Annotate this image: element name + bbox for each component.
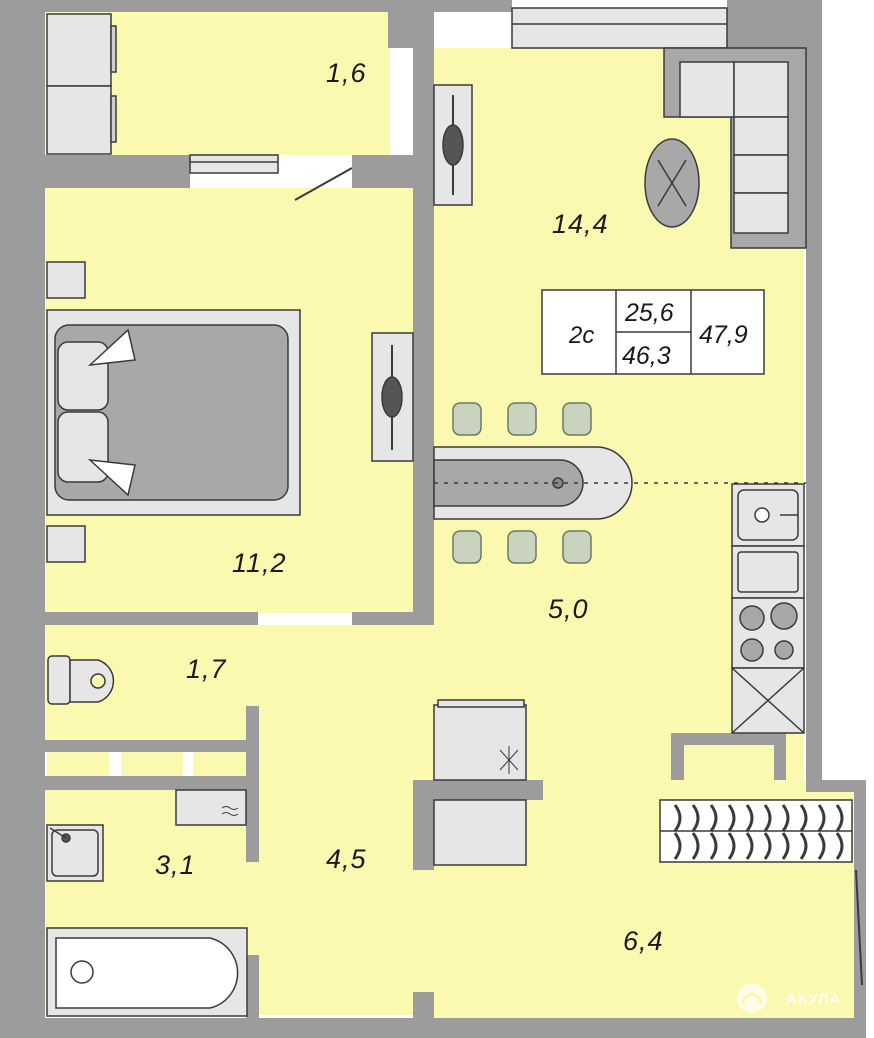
wardrobe	[659, 799, 853, 863]
wall-kitchen-partition	[413, 780, 543, 800]
kitchen-sink	[731, 483, 805, 547]
wall-bath-right	[246, 706, 259, 862]
room-area-balcony: 1,6	[326, 58, 367, 88]
outer-wall-step	[806, 780, 866, 792]
total-area-value: 47,9	[699, 321, 748, 349]
tv-stand-bedroom	[371, 332, 414, 462]
fridge	[731, 667, 805, 734]
duct-2	[121, 752, 183, 776]
room-area-bathroom: 3,1	[155, 850, 196, 880]
chair	[562, 402, 592, 436]
outer-wall-top-left	[0, 0, 388, 12]
dining-chairs	[452, 402, 592, 564]
chair	[562, 530, 592, 564]
dining-table	[433, 446, 633, 520]
outer-wall-right	[806, 0, 822, 790]
room-area-living: 14,4	[552, 209, 609, 239]
wall-kitchen-partition-2	[413, 780, 434, 870]
window-balcony-door	[189, 154, 279, 174]
room-area-toilet: 1,7	[186, 654, 227, 684]
wall-bedroom-bottom-right	[352, 612, 434, 625]
brand-logo-icon	[737, 983, 767, 1013]
wall-toilet-bath	[45, 740, 250, 752]
brand-name: АКУЛА	[786, 991, 841, 1008]
entrance-door-swing	[855, 869, 863, 986]
duct-4	[684, 745, 774, 780]
outer-wall-right-lower	[854, 780, 866, 1038]
balcony-cabinet	[46, 13, 117, 155]
chair	[507, 402, 537, 436]
apartment-type: 2с	[568, 322, 594, 349]
corner-sofa	[663, 47, 807, 249]
wall-toilet-bath-2	[45, 776, 250, 790]
wall-balcony-bottom-left	[45, 155, 190, 188]
wall-living-partition	[413, 48, 434, 620]
corridor-floor	[250, 625, 434, 1015]
wall-ducts	[47, 745, 774, 780]
duct-3	[193, 752, 246, 776]
outer-wall-left	[0, 0, 45, 1038]
tv-stand-living	[433, 84, 473, 206]
coffee-table	[644, 138, 700, 228]
brand-watermark: АКУЛА	[737, 983, 841, 1013]
washing-machine	[433, 699, 527, 781]
double-bed	[46, 309, 301, 516]
wall-bath-right-lower	[246, 955, 259, 1018]
towel-dryer	[175, 789, 247, 826]
chair	[452, 530, 482, 564]
bedside-tables	[46, 261, 86, 563]
kitchen-counter	[731, 545, 805, 599]
room-area-kitchen: 5,0	[548, 594, 589, 624]
stove	[731, 597, 805, 669]
chair	[452, 402, 482, 436]
toilet-bowl	[47, 655, 115, 705]
wall-corridor-lower	[413, 992, 434, 1018]
room-area-labels: 1,6 14,4 11,2 5,0 1,7 3,1 4,5 6,4	[155, 58, 664, 956]
door-swing	[294, 167, 353, 201]
wall-bedroom-bottom-left	[45, 612, 258, 625]
room-area-corridor: 4,5	[326, 844, 367, 874]
room-area-hall: 6,4	[623, 926, 664, 956]
apartment-info-box: 2с 25,6 46,3 47,9	[541, 289, 765, 375]
chair	[507, 530, 537, 564]
duct-1	[47, 752, 109, 776]
room-area-bedroom: 11,2	[232, 548, 287, 578]
bathtub	[46, 927, 248, 1017]
bathroom-sink	[46, 824, 104, 882]
wall-balcony-bottom-right	[352, 155, 413, 188]
windows	[189, 7, 728, 174]
wall-living-left	[388, 0, 434, 48]
window-living	[511, 7, 728, 49]
area-without-balcony-value: 46,3	[622, 342, 671, 370]
living-area-value: 25,6	[624, 299, 674, 327]
outer-wall-bottom	[0, 1018, 866, 1038]
hall-cabinet	[433, 799, 527, 866]
